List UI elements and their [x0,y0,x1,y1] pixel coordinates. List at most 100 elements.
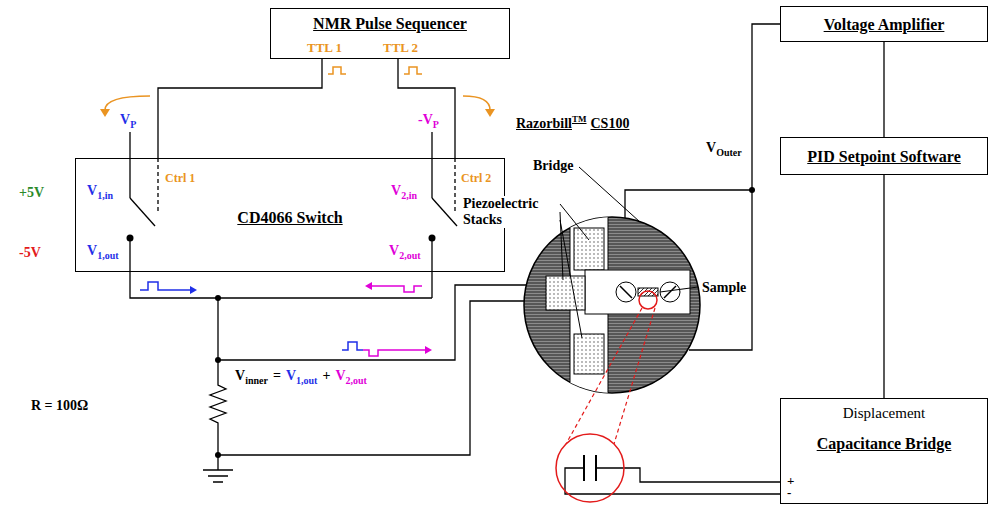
junction-dot [215,452,221,458]
supply-voltage: -5V [19,245,41,261]
box-title: Capacitance Bridge [817,435,952,453]
ttl-pulse [404,67,422,74]
voltage-subscript: 2,out [346,375,367,387]
voltage-subscript: inner [245,375,268,387]
ground-symbol [203,470,233,482]
contact-dot [429,235,436,242]
arrow-head [485,109,495,117]
brand-name: Razorbill [516,116,572,132]
pin-label: V1,out [86,243,120,259]
inner-wire [218,285,546,360]
voltage-label: VOuter [705,140,743,156]
voltage-symbol: V [286,368,296,384]
model-name: CS100 [591,116,630,132]
box-title: Voltage Amplifier [824,16,945,34]
sequencer-box: NMR Pulse SequencerTTL 1TTL 2 [270,8,510,59]
pulse-arrow [140,282,190,290]
control-label: Ctrl 1 [164,172,196,186]
capacitor-lead [565,468,780,494]
ttl-label: TTL 2 [383,41,418,56]
pin-symbol: V [391,183,401,199]
pin-symbol: V [87,243,97,259]
voltage-subscript: P [130,119,136,131]
junction-dot [749,187,755,193]
resistor-symbol [210,298,226,470]
piezo-stack [546,276,585,310]
box-title: CD4066 Switch [237,209,342,227]
leader-lines [560,167,698,338]
pin-symbol: V [87,183,97,199]
supply-wire [129,132,130,198]
resistor-value: R = 100Ω [31,398,88,414]
control-wire [398,59,455,158]
voltage-label: -VP [417,112,440,128]
device-title: RazorbillTM CS100 [515,116,630,132]
strain-cell-body [524,217,700,393]
screw-slot [620,286,632,298]
part-name: Sample [702,280,746,296]
pin-subscript: 1,out [97,250,118,262]
pin-subscript: 1,in [97,190,113,202]
amplifier-box: Voltage Amplifier [780,6,988,42]
control-wire [158,59,322,158]
junction-dot [215,357,221,363]
pulse-arrow [342,342,363,350]
screw-slot [664,286,676,298]
pin-symbol: V [389,243,399,259]
arrow-head [425,346,432,354]
inner-wire [218,301,546,455]
operator: = [273,368,281,384]
screw [616,282,636,302]
pulse-arrow [372,286,422,292]
pulse-arrow [363,350,425,356]
box-title: PID Setpoint Software [807,148,960,166]
operator: + [322,368,330,384]
part-name: Piezoelectric Stacks [463,196,538,227]
box-caption: Displacement [843,405,925,422]
pin-subscript: 2,in [401,190,417,202]
bridge-box: DisplacementCapacitance Bridge+- [780,398,988,504]
supply-voltage: +5V [19,185,44,201]
wires [130,24,780,494]
voltage-symbol: -V [418,112,433,128]
signal-wire [883,175,884,398]
voltage-subscript: Outer [716,147,742,159]
part-label: Bridge [532,158,574,174]
cell-bridge [585,270,690,314]
supply-label: +5V [18,185,45,201]
control-dash [454,158,455,212]
arrow-head [365,282,372,290]
capacitor-marker [639,291,657,309]
terminal-label: - [787,486,791,501]
supply-label: -5V [18,245,42,261]
leader-line [560,204,589,240]
leader-line [560,220,582,338]
junction-dot [215,295,221,301]
control-label: Ctrl 2 [460,172,492,186]
pin-subscript: 2,out [399,250,420,262]
box-title: NMR Pulse Sequencer [313,15,467,33]
junctions [127,187,756,458]
part-label: Piezoelectric Stacks [462,196,558,228]
voltage-symbol: V [120,112,130,128]
contact-dot [127,235,134,242]
signal-wire [883,42,884,137]
pin-label: V2,out [388,243,422,259]
pin-label: V2,in [390,183,418,199]
arrow-head [100,109,110,117]
part-label: Sample [701,280,747,296]
voltage-subscript: 1,out [296,375,317,387]
signal-arrow [105,96,150,110]
equation-label: Vinner=V1,out+V2,out [234,368,368,384]
control-pin: Ctrl 1 [165,172,195,186]
leader-line [579,167,640,222]
switch-box: CD4066 Switch [75,158,505,272]
trademark: TM [572,114,587,124]
voltage-symbol: V [235,368,245,384]
capacitor-symbol [584,455,596,481]
switch-blade [130,198,155,226]
